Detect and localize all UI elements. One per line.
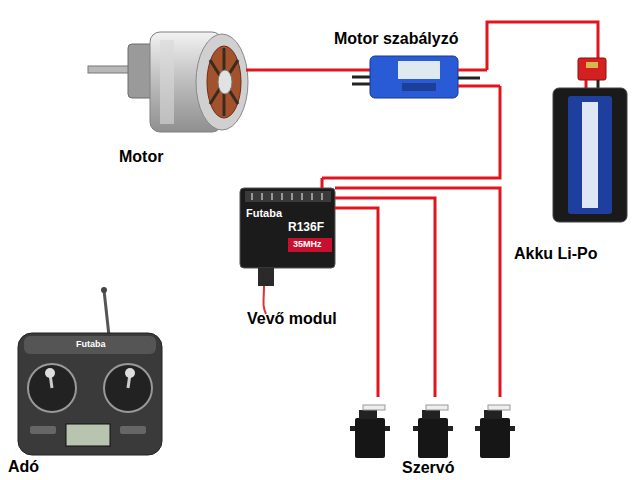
receiver-lead xyxy=(335,197,342,200)
receiver-plug xyxy=(258,268,274,286)
lcd-screen xyxy=(66,424,110,446)
gimbal xyxy=(104,364,152,412)
receiver-antenna xyxy=(264,286,267,314)
esc-illustration xyxy=(326,28,500,104)
esc-node: Motor szabályzó xyxy=(326,28,505,104)
servo-body xyxy=(355,418,385,458)
receiver-node: Vevő modul xyxy=(228,170,342,332)
esc-lead xyxy=(499,86,502,104)
servo-node: Szervó xyxy=(340,397,520,479)
battery-label xyxy=(568,96,612,214)
receiver-illustration xyxy=(240,178,342,314)
servo-top xyxy=(422,410,440,419)
transmitter-node: Adó xyxy=(4,284,170,478)
gimbal xyxy=(28,364,76,412)
motor-sticker xyxy=(160,40,174,124)
transmitter-body xyxy=(18,333,162,455)
battery-label-stripe xyxy=(582,102,598,208)
receiver-pins xyxy=(245,191,331,202)
receiver-body xyxy=(240,188,335,268)
motor-lead xyxy=(246,69,262,72)
esc-stripe xyxy=(402,83,436,91)
transmitter-top xyxy=(24,336,156,354)
frequency-label: 35MHz xyxy=(293,239,322,250)
brand-label: Futaba xyxy=(76,339,106,350)
model-label-holder: R136F xyxy=(288,220,324,234)
brand-label-holder: Futaba xyxy=(76,339,106,350)
stick-knob xyxy=(45,368,55,378)
motor-front xyxy=(196,34,248,130)
component-label: Adó xyxy=(8,458,39,476)
servo-horn xyxy=(426,405,448,410)
wire-connector xyxy=(342,104,500,178)
stick-knob xyxy=(125,368,135,378)
servo-top xyxy=(484,410,502,419)
motor-shaft xyxy=(88,66,132,73)
wire-connector xyxy=(487,22,598,58)
component-label: Motor szabályzó xyxy=(334,30,458,48)
wire-connector xyxy=(262,69,326,72)
esc-lead xyxy=(486,28,489,70)
battery-contact xyxy=(586,62,598,68)
brand-label-holder: Futaba xyxy=(246,207,282,220)
wire-connector xyxy=(342,198,435,397)
wire-connector xyxy=(342,208,378,397)
battery-illustration xyxy=(553,58,627,222)
model-label: R136F xyxy=(288,220,324,234)
brand-label: Futaba xyxy=(246,207,282,220)
component-label: Vevő modul xyxy=(247,310,337,328)
servo-body xyxy=(418,418,448,458)
esc-sticker xyxy=(398,61,440,79)
servo-top xyxy=(359,410,377,419)
motor-hub xyxy=(218,70,232,94)
esc-lead xyxy=(458,77,480,80)
component-label: Szervó xyxy=(402,459,454,477)
motor-winding xyxy=(207,46,241,118)
servo-illustration xyxy=(350,405,515,458)
component-label: Motor xyxy=(119,148,163,166)
esc-lead xyxy=(458,69,487,72)
transmitter-illustration xyxy=(18,287,162,455)
component-label: Akku Li-Po xyxy=(514,245,598,263)
motor-slots xyxy=(210,48,238,116)
receiver-lead xyxy=(335,207,342,210)
trim-button xyxy=(30,426,56,434)
antenna-tip xyxy=(101,287,107,293)
esc-lead xyxy=(326,69,372,72)
servo-horn xyxy=(363,405,385,410)
esc-lead xyxy=(458,85,500,88)
motor-node: Motor xyxy=(86,28,262,170)
servo-body xyxy=(480,418,510,458)
frequency-label-holder: 35MHz xyxy=(293,239,322,250)
transmitter-antenna xyxy=(104,290,109,336)
esc-lead xyxy=(352,83,372,86)
wire-connector xyxy=(342,188,500,397)
receiver-lead xyxy=(335,187,342,190)
battery-body xyxy=(553,88,627,222)
servo-horn xyxy=(488,405,510,410)
trim-button xyxy=(120,426,146,434)
esc-lead xyxy=(352,76,372,79)
battery-node: Akku Li-Po xyxy=(508,58,630,266)
motor-illustration xyxy=(88,32,262,132)
receiver-band xyxy=(288,238,332,252)
receiver-lead xyxy=(322,177,342,180)
battery-connector xyxy=(578,58,606,80)
receiver-pin xyxy=(252,193,322,200)
esc-body xyxy=(370,56,458,98)
